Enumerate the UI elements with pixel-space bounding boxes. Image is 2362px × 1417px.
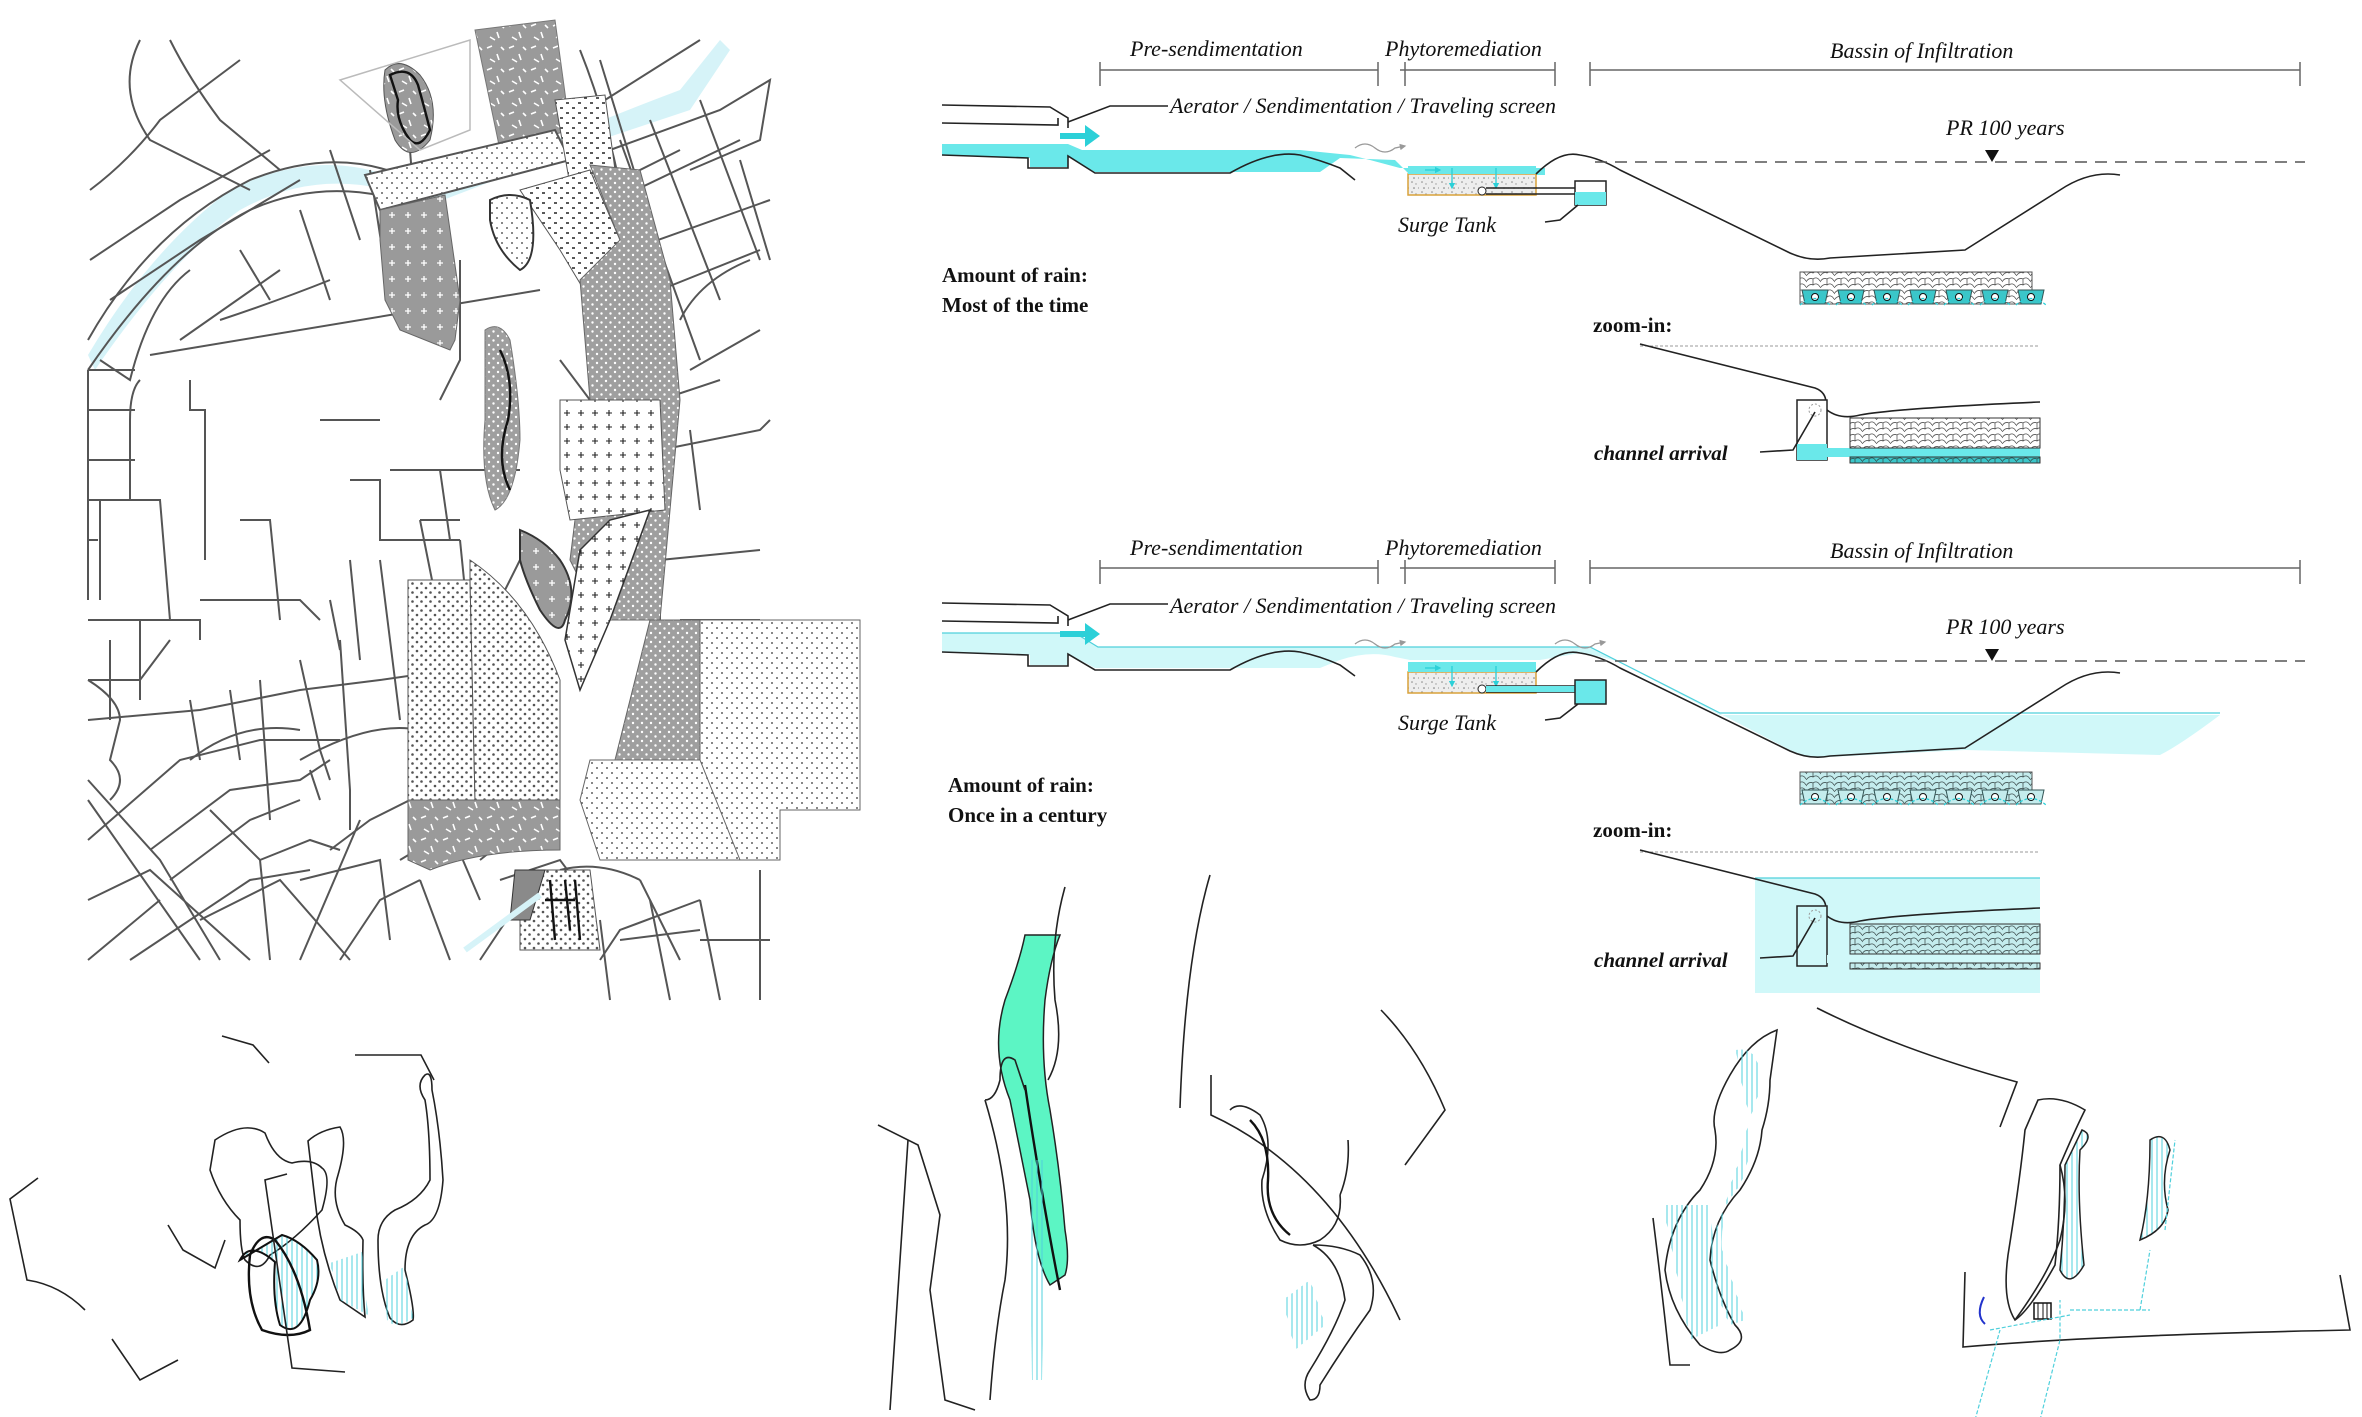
seepage-arrow	[1835, 797, 1867, 806]
zone-south-dash	[407, 799, 561, 871]
drain-pipe-icon	[1883, 293, 1891, 301]
water-level-label: PR 100 years	[1945, 614, 2065, 639]
site-plan	[87, 19, 861, 1001]
zone-river-cross	[564, 508, 652, 693]
drain-pipe-icon	[1991, 293, 1999, 301]
pond-detail-5	[1652, 1028, 1778, 1366]
seepage-arrow	[1871, 797, 1903, 806]
seepage-arrow	[2015, 797, 2047, 806]
zone-topo	[338, 38, 471, 151]
zone-west-cross	[379, 194, 461, 351]
surge-tank-label: Surge Tank	[1398, 710, 1497, 735]
stage-label-presedimentation: Pre-sendimentation	[1129, 535, 1303, 560]
drain-pipe-icon	[1955, 293, 1963, 301]
infiltration-gallery	[1799, 271, 2047, 306]
drain-pipe-icon	[2027, 293, 2035, 301]
channel-arrival-label: channel arrival	[1594, 948, 1728, 972]
level-marker-icon	[1985, 150, 1999, 162]
stage-label-basin: Bassin of Infiltration	[1830, 38, 2013, 63]
seepage-arrow	[1979, 797, 2011, 806]
drain-pipe-icon	[1847, 793, 1855, 801]
stage-label-presedimentation: Pre-sendimentation	[1129, 36, 1303, 61]
aerator-label: Aerator / Sendimentation / Traveling scr…	[1168, 593, 1556, 618]
surge-tank-label: Surge Tank	[1398, 212, 1497, 237]
zone-east-cross	[559, 399, 666, 521]
zoom-in-label: zoom-in:	[1593, 313, 1672, 337]
drain-pipe-icon	[1811, 293, 1819, 301]
canal	[88, 40, 730, 370]
south-stream	[463, 892, 542, 953]
water-level-label: PR 100 years	[1945, 115, 2065, 140]
south-pond-walls	[545, 879, 582, 941]
stage-label-phytoremediation: Phytoremediation	[1384, 36, 1542, 61]
zone-east-graydot	[614, 619, 701, 761]
rain-value: Once in a century	[948, 803, 1108, 827]
pond-detail-6	[1816, 1007, 2351, 1417]
pond-detail-3	[877, 874, 1211, 1411]
pond-details	[9, 874, 2351, 1417]
flow-arrow	[1060, 125, 1100, 147]
zone-meander-pond	[519, 528, 573, 629]
stream-meander	[498, 349, 512, 491]
rain-title: Amount of rain:	[948, 773, 1094, 797]
seepage-arrow	[1799, 797, 1831, 806]
channel-arrival-label: channel arrival	[1594, 441, 1728, 465]
seepage-arrow	[2015, 297, 2047, 306]
seepage-arrow	[1835, 297, 1867, 306]
rain-title: Amount of rain:	[942, 263, 1088, 287]
zoom-in-label: zoom-in:	[1593, 818, 1672, 842]
drain-pipe-icon	[1991, 793, 1999, 801]
aerator-leader	[1067, 603, 1168, 621]
aerator-leader	[1067, 105, 1168, 123]
zone-stream-corridor	[483, 326, 521, 511]
pond-detail-2	[264, 1054, 444, 1373]
inlet-water	[942, 144, 1545, 175]
zone-central-garden	[489, 194, 535, 272]
seepage-arrow	[1907, 297, 1939, 306]
seepage-arrow	[1871, 297, 1903, 306]
seepage-arrow	[1907, 797, 1939, 806]
zone-north-pond-outline	[388, 70, 432, 145]
drain-pipe-icon	[1919, 793, 1927, 801]
section-normal	[941, 62, 2305, 464]
stage-label-phytoremediation: Phytoremediation	[1384, 535, 1542, 560]
drain-pipe-icon	[2027, 793, 2035, 801]
pond-detail-4	[1210, 1009, 1446, 1401]
seepage-arrow	[1943, 297, 1975, 306]
infiltration-gallery	[1799, 771, 2047, 806]
pond-detail-1	[9, 1035, 328, 1382]
zone-river-dot-c	[469, 559, 561, 801]
drain-pipe-icon	[1847, 293, 1855, 301]
rain-value: Most of the time	[942, 293, 1088, 317]
seepage-arrow	[1979, 297, 2011, 306]
zone-north-pond	[383, 63, 434, 153]
seepage-arrow	[1943, 797, 1975, 806]
seepage-arrow	[1799, 297, 1831, 306]
aerator-label: Aerator / Sendimentation / Traveling scr…	[1168, 93, 1556, 118]
drain-pipe-icon	[1955, 793, 1963, 801]
section-flood-labels: Pre-sendimentation Phytoremediation Bass…	[948, 535, 2065, 972]
section-normal-labels: Pre-sendimentation Phytoremediation Bass…	[942, 36, 2065, 465]
drain-pipe-icon	[1883, 793, 1891, 801]
section-flood	[941, 560, 2305, 993]
drain-pipe-icon	[1811, 793, 1819, 801]
zone-south-fine	[579, 759, 741, 861]
zone-river-dot-w	[407, 579, 476, 801]
drain-pipe-icon	[1919, 293, 1927, 301]
stage-label-basin: Bassin of Infiltration	[1830, 538, 2013, 563]
